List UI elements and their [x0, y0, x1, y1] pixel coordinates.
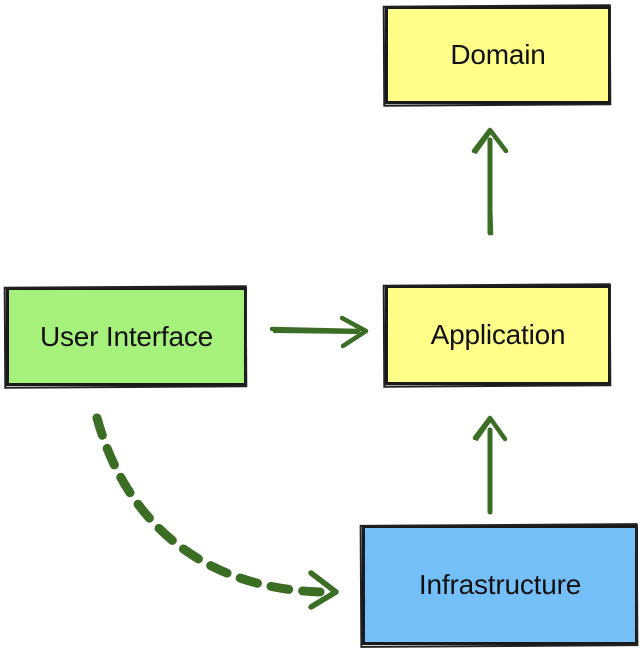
user-interface-label: User Interface: [39, 320, 214, 352]
arrow-infrastructure-to-application: [472, 415, 508, 515]
infrastructure-label: Infrastructure: [418, 569, 582, 600]
user-interface-node: User Interface: [6, 287, 247, 386]
domain-label: Domain: [450, 39, 546, 70]
application-node: Application: [385, 285, 611, 385]
arrow-ui-to-infrastructure-dashed: [92, 413, 339, 610]
arrow-application-to-domain: [471, 127, 509, 236]
application-label: Application: [430, 319, 566, 350]
domain-node: Domain: [385, 6, 611, 104]
infrastructure-node: Infrastructure: [362, 525, 638, 645]
arrow-ui-to-application: [269, 315, 369, 349]
